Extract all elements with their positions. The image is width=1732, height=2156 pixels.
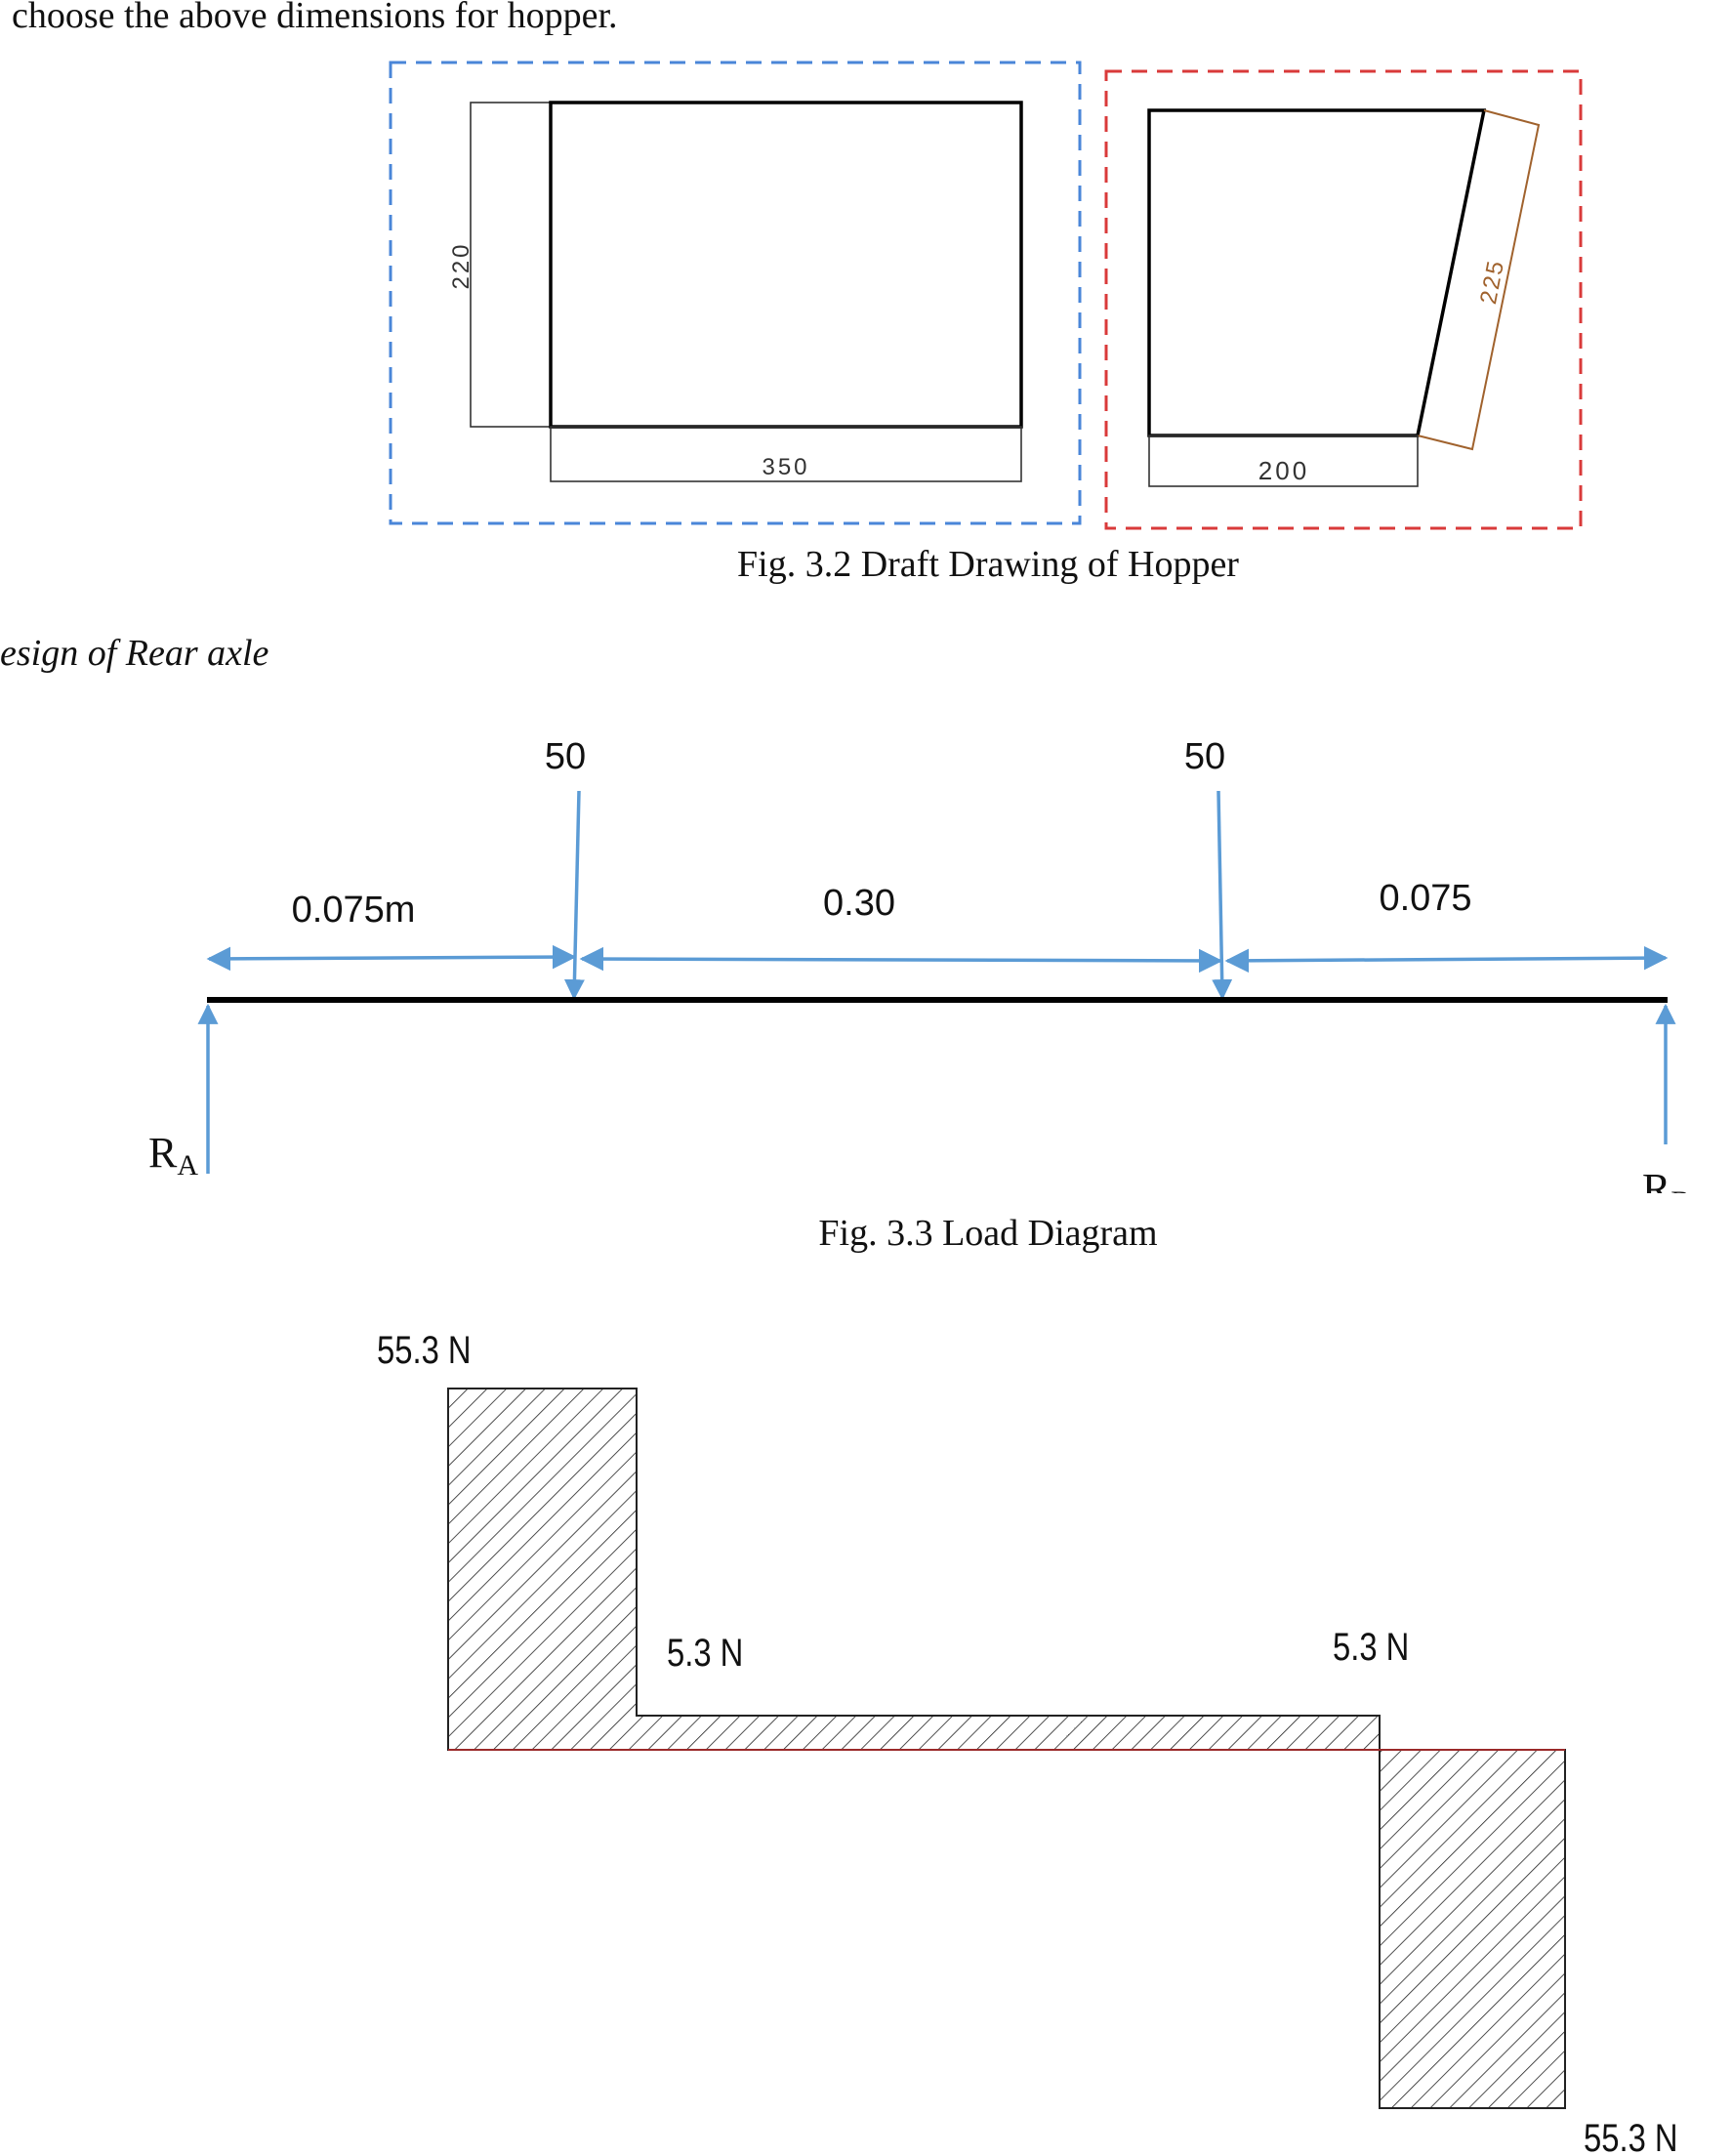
- span-left-label: 0.075m: [292, 890, 416, 931]
- side-view-outline: [1147, 108, 1487, 437]
- load-arrow-right: [1212, 790, 1233, 1001]
- front-height-dim-box: [470, 102, 552, 428]
- reaction-a-label: RA: [148, 1129, 198, 1182]
- front-height-label: 220: [448, 241, 474, 289]
- side-width-dim-box: [1148, 435, 1419, 487]
- shear-force-diagram: 55.3 N 5.3 N 5.3 N 55.3 N: [377, 1328, 1678, 2156]
- shear-negative-region: [1379, 1749, 1566, 2109]
- reaction-b-cutoff: [1621, 1193, 1732, 1232]
- dim-arrow-mid: [579, 946, 1223, 974]
- intro-text: choose the above dimensions for hopper.: [12, 0, 618, 36]
- load-right-label: 50: [1184, 736, 1225, 777]
- hopper-front-view: 220 350: [389, 61, 1082, 525]
- front-width-label: 350: [762, 454, 809, 480]
- load-diagram: 50 50 0.075m 0.30 0.075 RA RB: [148, 736, 1732, 1252]
- shear-positive-region: [447, 1388, 1381, 1751]
- side-slant-dim-box: [1417, 109, 1541, 451]
- shear-label-mid-right: 5.3 N: [1333, 1625, 1409, 1669]
- fig-3-2-caption: Fig. 3.2 Draft Drawing of Hopper: [737, 544, 1239, 585]
- side-slant-label: 225: [1475, 257, 1509, 306]
- dim-arrow-right: [1224, 945, 1669, 974]
- span-mid-label: 0.30: [823, 883, 895, 924]
- fig-3-3-caption: Fig. 3.3 Load Diagram: [818, 1213, 1157, 1254]
- reaction-a-symbol: R: [148, 1129, 178, 1177]
- front-view-frame: [389, 61, 1082, 525]
- hopper-side-view: 225 200: [1104, 69, 1583, 530]
- shear-label-mid-left: 5.3 N: [667, 1631, 743, 1675]
- shear-label-top-left: 55.3 N: [377, 1328, 472, 1372]
- load-left-label: 50: [545, 736, 586, 777]
- reaction-a-subscript: A: [177, 1149, 198, 1182]
- side-width-label: 200: [1258, 456, 1309, 485]
- shear-label-bottom-right: 55.3 N: [1584, 2116, 1678, 2156]
- side-view-frame: [1104, 69, 1583, 530]
- front-width-dim-box: [550, 426, 1022, 482]
- dim-arrow-left: [206, 944, 577, 972]
- span-right-label: 0.075: [1379, 878, 1471, 919]
- load-arrow-left: [563, 790, 585, 1001]
- front-view-outline: [549, 101, 1023, 429]
- section-heading: esign of Rear axle: [0, 633, 269, 674]
